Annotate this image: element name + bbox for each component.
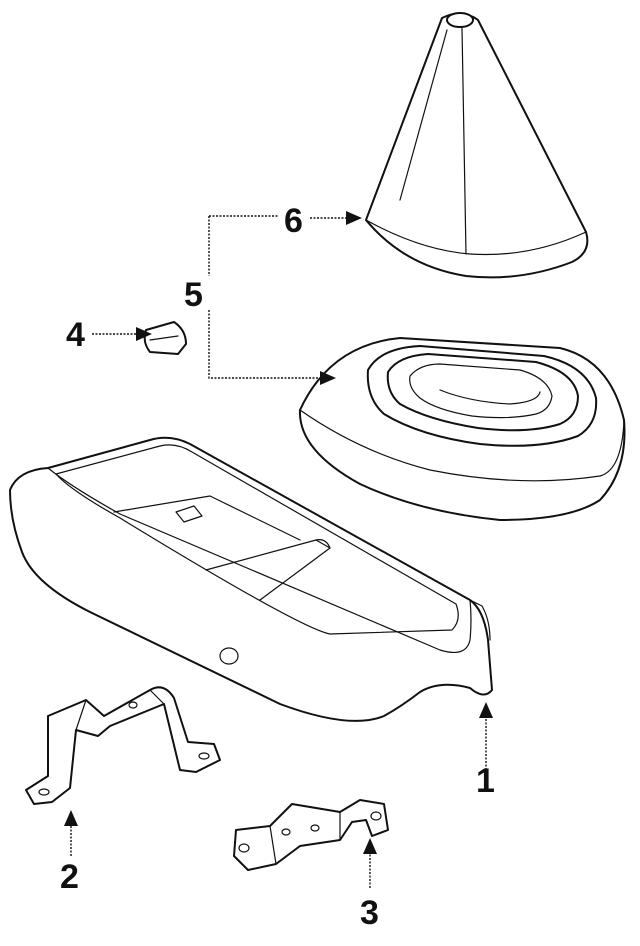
shift-boot — [365, 12, 589, 279]
callout-1: 1 — [476, 762, 495, 800]
console-bezel — [298, 337, 626, 521]
console-box — [9, 436, 493, 722]
callout-3: 3 — [360, 894, 379, 932]
callout-4: 4 — [66, 316, 85, 354]
callout-6: 6 — [284, 202, 303, 240]
clip — [143, 321, 187, 355]
callout-2: 2 — [60, 858, 79, 896]
leader-lines — [64, 211, 493, 888]
bracket-right — [233, 799, 389, 871]
bracket-left — [25, 686, 221, 805]
callout-5: 5 — [184, 276, 203, 314]
